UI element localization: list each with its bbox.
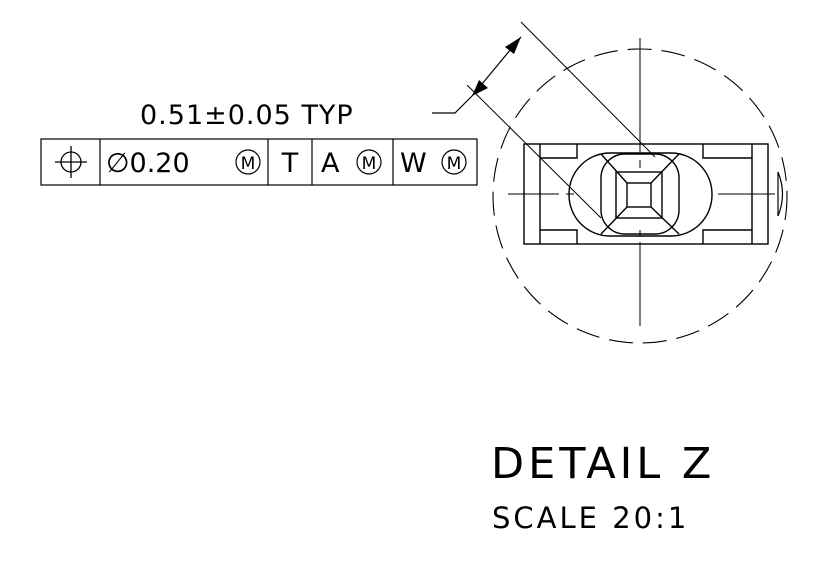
detail-title: DETAIL Z bbox=[491, 439, 715, 489]
detail-scale: SCALE 20:1 bbox=[492, 501, 689, 535]
arrowhead-top bbox=[505, 37, 521, 54]
dimension-text: 0.51±0.05 TYP bbox=[140, 100, 354, 131]
side-edge bbox=[777, 171, 784, 217]
feature-control-frame: ∅0.20 M T A M W M bbox=[40, 138, 478, 186]
dimension-callout: 0.51±0.05 TYP bbox=[140, 95, 473, 131]
datum-secondary-modifier: M bbox=[362, 154, 377, 174]
extension-lines bbox=[466, 21, 656, 219]
datum-tertiary-label: W bbox=[400, 148, 427, 179]
centerlines bbox=[508, 38, 775, 326]
component-body bbox=[523, 143, 769, 245]
arrowhead-bottom bbox=[472, 80, 488, 96]
datum-secondary-label: A bbox=[321, 148, 340, 179]
datum-primary-label: T bbox=[281, 148, 299, 179]
pad-opening bbox=[568, 152, 713, 237]
dimension-line bbox=[471, 36, 522, 97]
datum-tertiary-modifier: M bbox=[447, 154, 462, 174]
position-icon bbox=[55, 146, 87, 178]
mmc-circle-icon bbox=[356, 149, 382, 175]
mmc-circle-icon bbox=[441, 149, 467, 175]
dimension-leader bbox=[432, 95, 473, 114]
mmc-circle-icon bbox=[235, 149, 261, 175]
tolerance-modifier: M bbox=[241, 154, 256, 174]
detail-title-block: DETAIL Z SCALE 20:1 bbox=[491, 439, 715, 535]
tolerance-value: ∅0.20 bbox=[106, 148, 190, 179]
